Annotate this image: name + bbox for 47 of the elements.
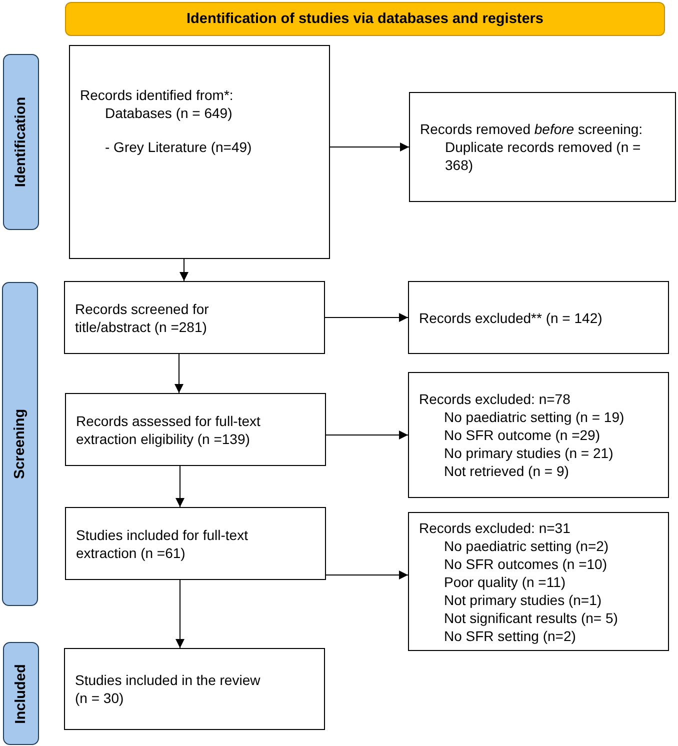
- box-text: Records excluded: n=78: [419, 390, 572, 408]
- process-box: [65, 393, 326, 466]
- box-text: Studies included in the review (n = 30): [75, 671, 262, 707]
- process-box: [408, 512, 669, 651]
- arrow: [176, 580, 184, 648]
- phase-label: Screening: [12, 408, 28, 480]
- process-box: [408, 281, 669, 354]
- arrow: [176, 466, 184, 508]
- arrow: [180, 258, 188, 282]
- arrow: [326, 430, 408, 440]
- box-text: No primary studies (n = 21): [443, 444, 614, 462]
- phase-band: [3, 54, 39, 230]
- box-text: - Grey Literature (n=49): [104, 138, 253, 156]
- process-box: [64, 281, 325, 354]
- box-text: No paediatric setting (n = 19): [443, 408, 626, 426]
- arrow: [324, 313, 408, 322]
- box-text: No SFR outcomes (n =10): [443, 554, 608, 572]
- box-text: Records assessed for full-text extraction eligibility (n =139): [76, 412, 262, 448]
- box-text: Not retrieved (n = 9): [443, 462, 570, 480]
- box-text: No SFR setting (n=2): [443, 626, 577, 644]
- process-box: [408, 372, 669, 498]
- box-text: Records screened for title/abstract (n =281): [75, 300, 210, 336]
- process-box: [65, 507, 326, 580]
- box-text: Records excluded: n=31: [419, 518, 572, 536]
- process-box: [64, 648, 325, 730]
- arrow: [330, 142, 410, 152]
- box-text: Poor quality (n =11): [443, 572, 567, 590]
- phase-label: Identification: [13, 96, 29, 188]
- phase-label: Included: [13, 664, 29, 724]
- box-text: Databases (n = 649): [104, 104, 234, 122]
- box-text: Not primary studies (n=1): [443, 590, 603, 608]
- box-text: Not significant results (n= 5): [443, 608, 619, 626]
- phase-band: [3, 642, 39, 745]
- box-text: Records excluded** (n = 142): [419, 308, 604, 326]
- arrow: [326, 570, 408, 580]
- arrow: [174, 354, 184, 394]
- header-text: Identification of studies via databases and registers: [186, 11, 544, 27]
- box-text: Records removed before screening:: [420, 120, 644, 138]
- process-box: [69, 45, 330, 259]
- box-text: Records identified from*:: [80, 86, 234, 104]
- process-box: [409, 92, 676, 202]
- box-text: Duplicate records removed (n = 368): [444, 138, 642, 174]
- box-text: No paediatric setting (n=2): [443, 536, 610, 554]
- section-header: [65, 2, 665, 36]
- phase-band: [2, 282, 38, 606]
- box-text: Studies included for full-text extraction (n =61): [76, 526, 249, 562]
- box-text: No SFR outcome (n =29): [443, 426, 602, 444]
